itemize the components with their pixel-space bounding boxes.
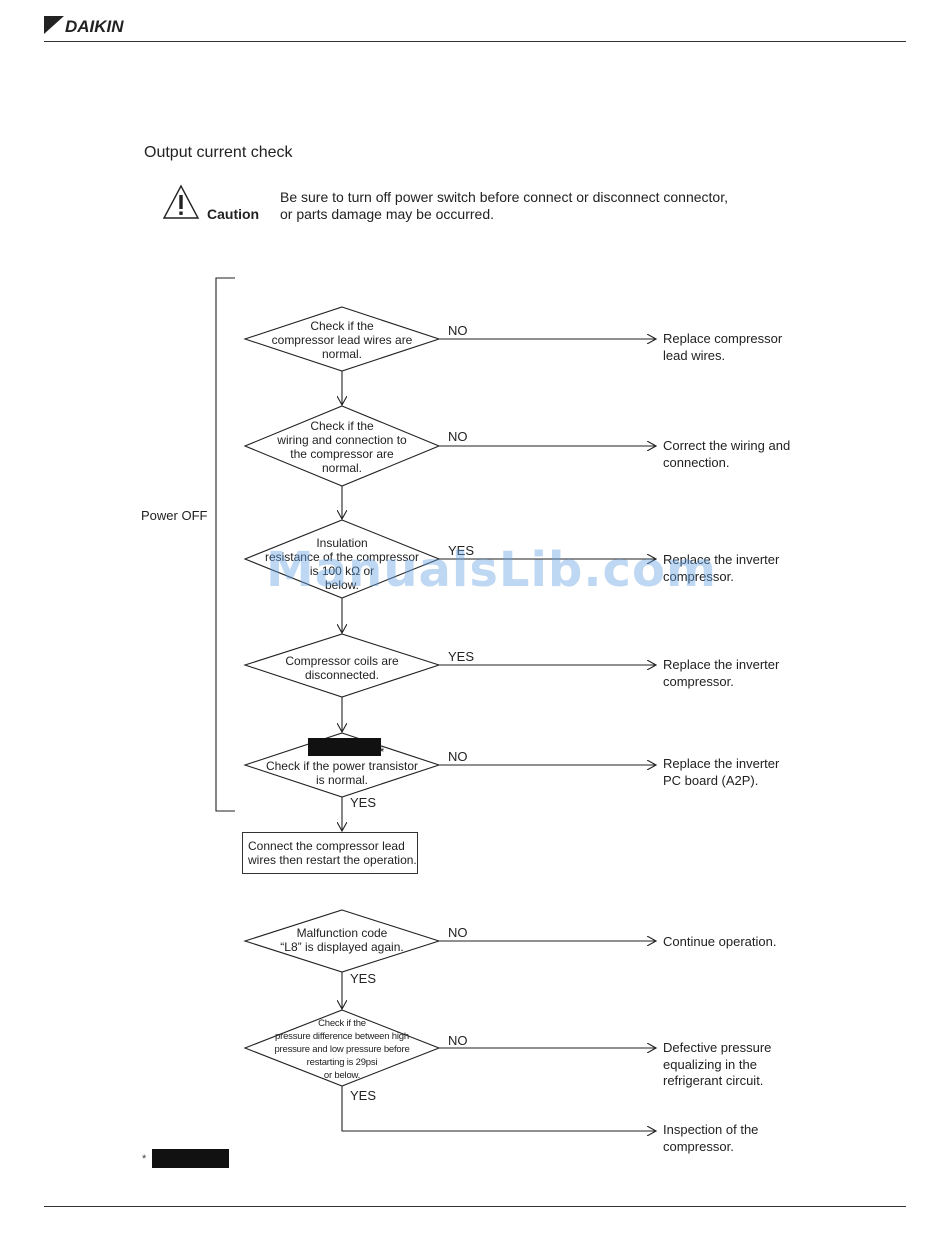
daikin-logo: DAIKIN (44, 14, 154, 38)
decision-4-line-1: Compressor coils are (285, 654, 399, 668)
result-1-line-1: Replace compressor (663, 331, 783, 346)
result-5-line-2: PC board (A2P). (663, 772, 759, 788)
header-rule (44, 41, 906, 42)
decision-7-line-1: Check if the (318, 1018, 366, 1029)
final-result-text: Inspection of the compressor. (663, 1122, 758, 1155)
result-7-line-2: equalizing in the (663, 1056, 757, 1072)
result-text-4: Replace the inverter compressor. (663, 657, 779, 690)
watermark: ManualsLib.com (266, 542, 717, 598)
result-text-2: Correct the wiring and connection. (663, 438, 790, 471)
power-off-bracket (215, 277, 235, 812)
yes-label-down-1: YES (350, 795, 377, 810)
decision-7-line-2: pressure difference between high (275, 1031, 409, 1042)
result-2-line-1: Correct the wiring and (663, 438, 791, 453)
decision-text-1: Check if the compressor lead wires are n… (255, 319, 429, 361)
caution-label: Caution (207, 206, 260, 222)
decision-5-asterisk: * (379, 745, 385, 759)
decision-7-line-4: restarting is 29psi (306, 1057, 378, 1068)
decision-4-line-2: disconnected. (304, 668, 380, 682)
power-off-label: Power OFF (141, 508, 208, 523)
decision-1-line-2: compressor lead wires are (271, 333, 413, 347)
action-box-line-1: Connect the compressor lead (248, 839, 405, 853)
footnote-redaction-bar (152, 1149, 229, 1168)
decision-5-line-3: is normal. (315, 773, 368, 787)
footnote-mark: * (142, 1153, 147, 1165)
result-1-line-2: lead wires. (663, 347, 726, 363)
decision-1-line-1: Check if the (310, 319, 374, 333)
result-2-line-2: connection. (663, 454, 730, 470)
decision-3-line-3: is 100 kΩ or (309, 564, 375, 578)
decision-7-line-3: pressure and low pressure before (274, 1044, 410, 1055)
result-7-line-1: Defective pressure (663, 1040, 772, 1055)
decision-2-line-4: normal. (321, 461, 362, 475)
action-box-line-2: wires then restart the operation. (248, 853, 417, 867)
result-3-line-2: compressor. (663, 568, 734, 584)
final-result-line-1: Inspection of the (663, 1122, 759, 1137)
final-result-line-2: compressor. (663, 1138, 734, 1154)
warning-icon (162, 184, 203, 222)
decision-2-line-3: the compressor are (290, 447, 394, 461)
decision-6-line-1: Malfunction code (296, 926, 388, 940)
redaction-bar (308, 738, 381, 756)
decision-3-line-2: resistance of the compressor (264, 550, 420, 564)
result-3-line-1: Replace the inverter (663, 552, 780, 567)
decision-7-line-5: or below. (323, 1070, 361, 1081)
branch-label-3: YES (448, 543, 475, 558)
decision-6-line-2: “L8” is displayed again. (280, 940, 404, 954)
decision-1-line-3: normal. (321, 347, 362, 361)
yes-label-down-3: YES (350, 1088, 377, 1103)
result-4-line-1: Replace the inverter (663, 657, 780, 672)
action-box: Connect the compressor lead wires then r… (242, 832, 418, 874)
decision-3-line-1: Insulation (316, 536, 368, 550)
decision-text-6: Malfunction code “L8” is displayed again… (255, 926, 429, 954)
decision-text-7: Check if the pressure difference between… (255, 1017, 429, 1082)
brand-text: DAIKIN (65, 17, 124, 36)
footer-rule (44, 1206, 906, 1207)
decision-text-4: Compressor coils are disconnected. (255, 654, 429, 682)
decision-2-line-1: Check if the (310, 419, 374, 433)
branch-label-5: NO (448, 749, 468, 764)
result-text-5: Replace the inverter PC board (A2P). (663, 756, 779, 789)
decision-text-3: Insulation resistance of the compressor … (255, 536, 429, 592)
yes-label-down-2: YES (350, 971, 377, 986)
decision-2-line-2: wiring and connection to (277, 433, 407, 447)
result-5-line-1: Replace the inverter (663, 756, 780, 771)
branch-label-1: NO (448, 323, 468, 338)
branch-label-7: NO (448, 1033, 468, 1048)
result-text-1: Replace compressor lead wires. (663, 331, 782, 364)
result-6-line-1: Continue operation. (663, 934, 777, 949)
result-text-6: Continue operation. (663, 934, 776, 951)
branch-label-2: NO (448, 429, 468, 444)
decision-text-2: Check if the wiring and connection to th… (255, 419, 429, 475)
decision-3-line-4: below. (324, 578, 360, 592)
caution-line-1: Be sure to turn off power switch before … (280, 189, 728, 205)
result-7-line-3: refrigerant circuit. (663, 1073, 764, 1088)
caution-line-2: or parts damage may be occurred. (280, 206, 494, 222)
decision-text-5: * Check if the power transistor is norma… (255, 745, 429, 787)
result-text-3: Replace the inverter compressor. (663, 552, 779, 585)
branch-label-4: YES (448, 649, 475, 664)
arrow-final (341, 1086, 656, 1131)
decision-5-line-2: Check if the power transistor (265, 759, 419, 773)
branch-label-6: NO (448, 925, 468, 940)
caution-text: Be sure to turn off power switch before … (280, 189, 728, 223)
section-title: Output current check (144, 144, 293, 161)
result-text-7: Defective pressure equalizing in the ref… (663, 1040, 771, 1090)
result-4-line-2: compressor. (663, 673, 734, 689)
